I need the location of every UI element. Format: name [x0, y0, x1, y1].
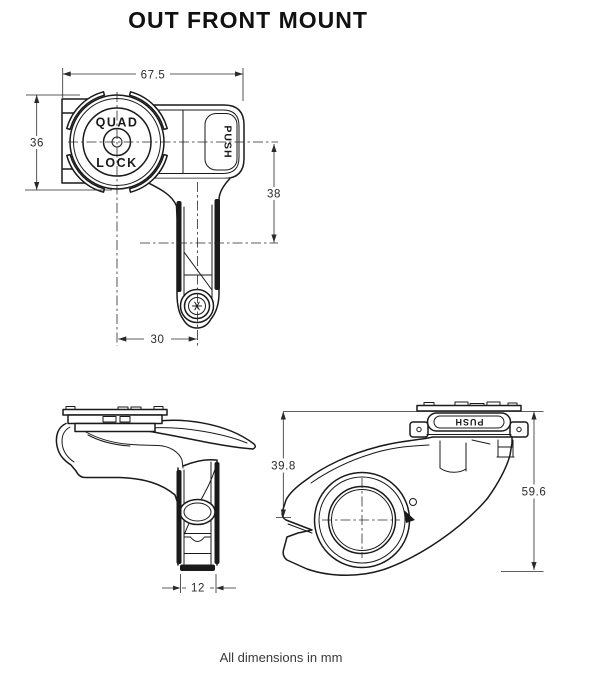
side-view: 12 [55, 406, 257, 595]
side-view-arm-notch [183, 533, 212, 554]
dim-top-to-bar-center: 39.8 [266, 411, 544, 518]
front-plate-lug-right [509, 421, 529, 438]
dim-overall-width: 67.5 [62, 66, 244, 101]
dim-overall-height: 59.6 [501, 411, 552, 572]
side-view-arm-pad-left [176, 470, 182, 564]
side-view-plate-top [62, 408, 168, 416]
dim-bar-axis-offset: 30 [118, 331, 197, 346]
side-view-arm-cap [180, 564, 215, 571]
top-view: QUAD LOCK PUSH 67.5 36 38 [25, 66, 285, 346]
front-plate-body-inner [433, 415, 505, 429]
side-view-plate-bumps [65, 406, 164, 410]
footer-note: All dimensions in mm [220, 650, 343, 665]
side-view-lever-inner [149, 427, 248, 444]
front-view-ring-centerlines [322, 478, 400, 558]
head-ear-ne [128, 91, 168, 131]
side-view-plate-slot-a [102, 416, 117, 423]
front-view: PUSH 39.8 59.6 [266, 401, 552, 576]
dim-arm-width: 12 [162, 574, 236, 595]
push-label-top: PUSH [222, 125, 234, 158]
side-view-lever [140, 419, 257, 450]
front-plate-lug-left-bolt [416, 426, 422, 433]
top-view-arm-details [183, 204, 213, 301]
top-view-bolt-star [192, 301, 202, 311]
top-view-arm-pad-left [176, 201, 182, 292]
side-view-plate-low [74, 422, 156, 433]
lock-label: LOCK [96, 156, 137, 170]
front-view-ring-mid [318, 476, 406, 564]
svg-text:36: 36 [30, 138, 44, 150]
svg-text:30: 30 [151, 334, 165, 346]
side-view-arm-pad-right [214, 462, 220, 564]
front-plate-lug-left [409, 421, 429, 438]
side-view-arm-hole-inner [183, 502, 212, 522]
dim-head-height: 36 [25, 94, 112, 191]
top-view-bolt-socket [188, 297, 206, 315]
svg-text:67.5: 67.5 [141, 70, 166, 82]
front-plate-lug-right-bolt [516, 426, 522, 433]
front-view-neck-block [496, 439, 515, 458]
side-view-plate-slot-b [119, 416, 131, 423]
front-view-body-inner [287, 439, 491, 534]
head-ear-sw [66, 153, 106, 193]
svg-text:59.6: 59.6 [522, 487, 547, 499]
side-view-plate-mid [67, 414, 163, 425]
quad-label: QUAD [96, 116, 139, 130]
svg-text:39.8: 39.8 [271, 461, 296, 473]
side-view-body-details [61, 426, 184, 469]
page-title: OUT FRONT MOUNT [128, 7, 368, 33]
svg-text:38: 38 [267, 189, 281, 201]
dim-head-to-bar-axis: 38 [263, 144, 285, 243]
svg-text:12: 12 [191, 583, 205, 595]
side-view-body [55, 422, 179, 505]
head-ear-nw [66, 91, 106, 131]
top-view-arm-pad-right [214, 199, 220, 290]
front-plate-bumps [423, 401, 518, 406]
front-view-pivot-screw [409, 498, 417, 506]
front-view-gap-shadow [404, 510, 415, 523]
front-plate-body [426, 412, 512, 432]
front-plate-bar [416, 404, 522, 412]
push-label-front: PUSH [454, 417, 483, 427]
head-ear-se [128, 153, 168, 193]
